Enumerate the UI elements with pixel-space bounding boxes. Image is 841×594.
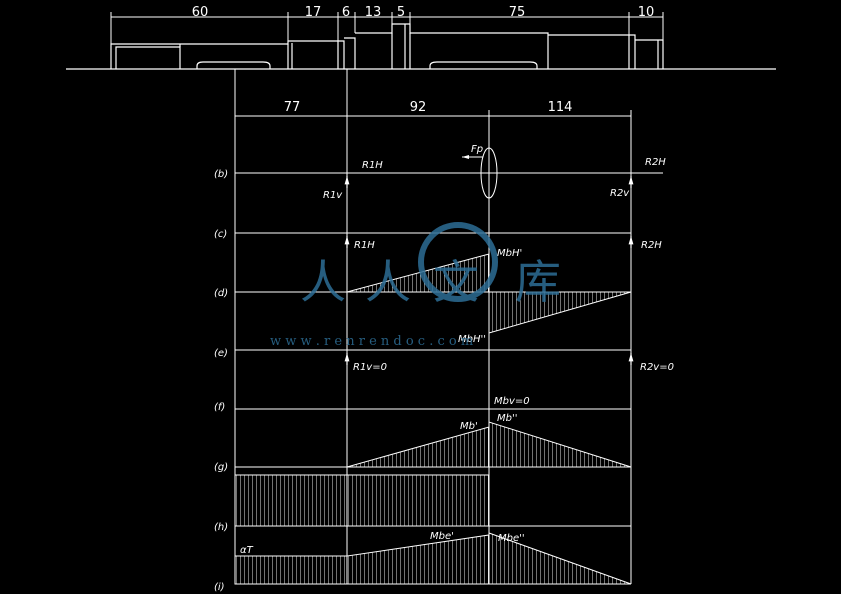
torque-area [234,474,490,527]
mbe2-label: Mbe'' [498,533,525,544]
shaft-outline [66,23,776,70]
at-label: αT [240,545,254,556]
mb2-label: Mb'' [497,413,517,424]
watermark-char-2: 人 [365,255,411,309]
dim-6: 6 [342,5,350,20]
r1v-label-e: R1v=0 [353,362,387,373]
watermark-char-4: 库 [515,255,561,309]
dim-10: 10 [638,5,655,20]
watermark-logo: 人 人 文 库 w w w . r e n r e n d o c . c o … [270,222,561,349]
mbh2-label: MbH'' [458,334,486,345]
watermark-url: w w w . r e n r e n d o c . c o m [270,334,473,349]
fp-label: Fp [471,144,483,155]
r2h-label-c: R2H [641,240,662,251]
dim-75: 75 [509,5,526,20]
r2v-label-e: R2v=0 [640,362,674,373]
span-77: 77 [284,100,301,115]
r1h-label-b: R1H [362,160,383,171]
row-label-d: (d) [214,288,228,299]
mb-right-area [488,421,632,468]
watermark-char-3: 文 [433,255,479,309]
mbh-positive-area [346,253,490,293]
shaft-dimensions [110,12,664,44]
mbh-negative-area [488,291,632,334]
mb-left-area [346,426,490,468]
dim-5: 5 [397,5,405,20]
row-label-b: (b) [214,169,228,180]
span-114: 114 [548,100,573,115]
r1v-label-b: R1v [323,190,343,201]
r1h-label-c: R1H [354,240,375,251]
mbe-torque-area [234,555,348,585]
row-label-c: (c) [214,229,227,240]
watermark-char-1: 人 [300,255,346,309]
r2v-label-b: R2v [610,188,630,199]
dim-60: 60 [192,5,209,20]
mbh1-label: MbH' [497,248,522,259]
row-label-f: (f) [214,402,225,413]
row-label-e: (e) [214,348,228,359]
mbe-left-area [346,534,490,585]
r2h-label-b: R2H [645,157,666,168]
dim-13: 13 [365,5,382,20]
mbe1-label: Mbe' [430,531,454,542]
row-label-h: (h) [214,522,228,533]
mb1-label: Mb' [460,421,478,432]
span-92: 92 [410,100,427,115]
row-label-g: (g) [214,462,228,473]
mbe-right-area [488,532,632,585]
gear-ellipse [480,147,498,199]
dim-17: 17 [305,5,322,20]
mbv0-label: Mbv=0 [494,396,530,407]
row-label-i: (i) [214,582,225,593]
